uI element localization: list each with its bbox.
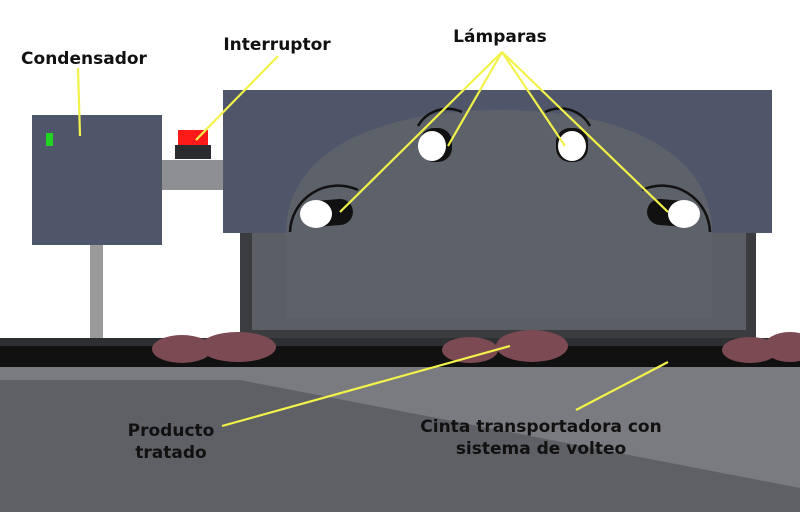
- indicator-led: [46, 133, 53, 146]
- product-3: [722, 332, 800, 363]
- lamp-1: [288, 184, 359, 233]
- product-1: [152, 332, 276, 363]
- floor-shadow: [0, 380, 800, 512]
- leader-lamparas-1: [339, 51, 503, 213]
- conveyor-belt-top: [0, 338, 800, 348]
- leader-lamparas-2: [447, 51, 503, 147]
- condenser-support-pole: [90, 240, 103, 340]
- lamp-2: [416, 107, 463, 162]
- leader-lines: [76, 51, 669, 428]
- leader-lamparas-4: [501, 51, 669, 213]
- label-lamparas: Lámparas: [453, 27, 547, 47]
- connection-pipe: [160, 160, 230, 190]
- leader-condensador: [76, 67, 82, 137]
- lamp-3: [544, 107, 592, 162]
- switch-button: [178, 130, 208, 145]
- label-producto-line2: tratado: [135, 443, 206, 463]
- leader-lamparas-3: [501, 51, 566, 147]
- label-cinta-line1: Cinta transportadora con: [420, 417, 661, 437]
- label-interruptor: Interruptor: [223, 35, 331, 55]
- lamp-4: [641, 184, 712, 233]
- leader-interruptor: [195, 55, 279, 141]
- conveyor-belt: [0, 346, 800, 367]
- label-cinta-line2: sistema de volteo: [456, 439, 626, 459]
- label-condensador: Condensador: [21, 49, 147, 69]
- label-producto-line1: Producto: [128, 421, 215, 441]
- reflector-dome: [286, 110, 712, 318]
- switch-base: [175, 145, 211, 159]
- leader-cinta: [575, 361, 669, 411]
- condenser-box: [32, 115, 162, 245]
- product-2: [442, 330, 568, 363]
- leader-producto: [221, 344, 511, 428]
